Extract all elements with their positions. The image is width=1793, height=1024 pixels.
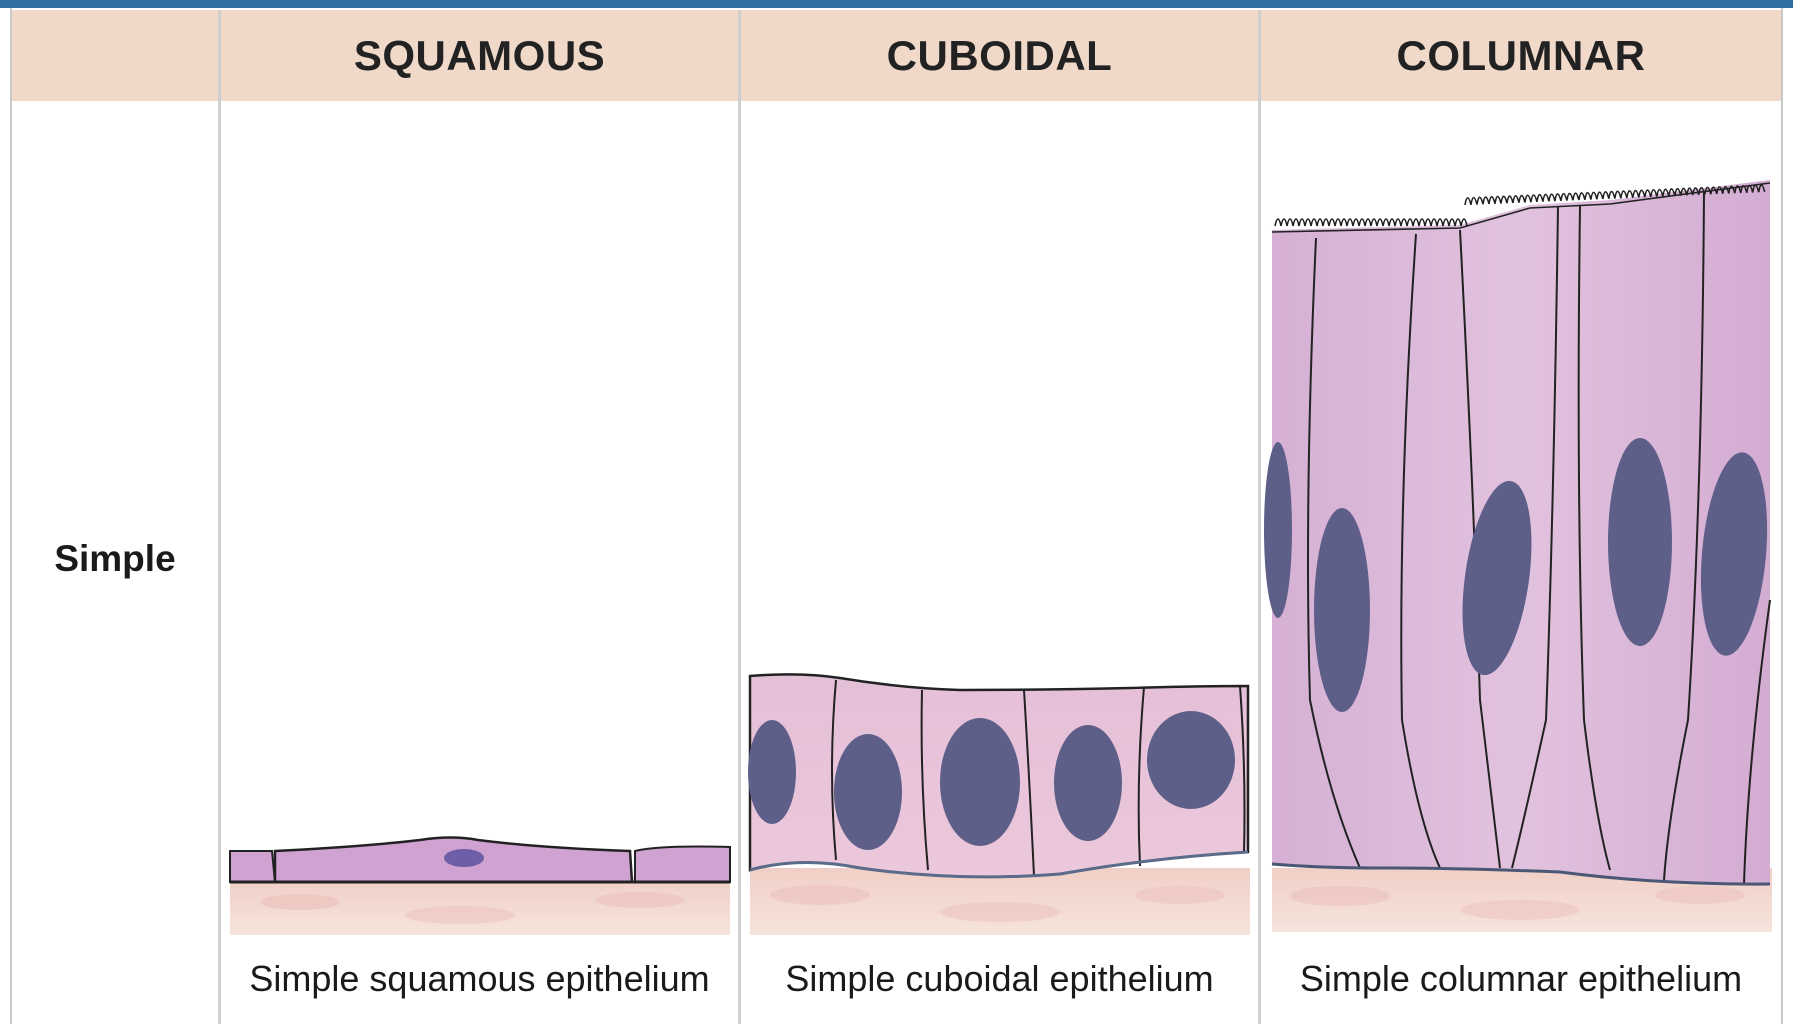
nucleus: [1147, 711, 1235, 809]
microvilli: [1275, 219, 1467, 226]
nucleus: [444, 849, 484, 867]
squamous-cell: [230, 851, 275, 882]
simple-cuboidal-illustration: [748, 674, 1250, 935]
caption-simple-columnar: Simple columnar epithelium: [1261, 958, 1781, 1008]
nucleus: [1314, 508, 1370, 712]
caption-simple-cuboidal: Simple cuboidal epithelium: [741, 958, 1258, 1008]
nucleus: [1264, 442, 1292, 618]
simple-columnar-illustration: [1264, 180, 1775, 932]
nucleus: [1608, 438, 1672, 646]
nucleus: [940, 718, 1020, 846]
squamous-cell: [635, 847, 730, 883]
caption-simple-squamous: Simple squamous epithelium: [221, 958, 738, 1008]
nucleus: [748, 720, 796, 824]
nucleus: [834, 734, 902, 850]
nucleus: [1054, 725, 1122, 841]
simple-squamous-illustration: [230, 838, 730, 936]
